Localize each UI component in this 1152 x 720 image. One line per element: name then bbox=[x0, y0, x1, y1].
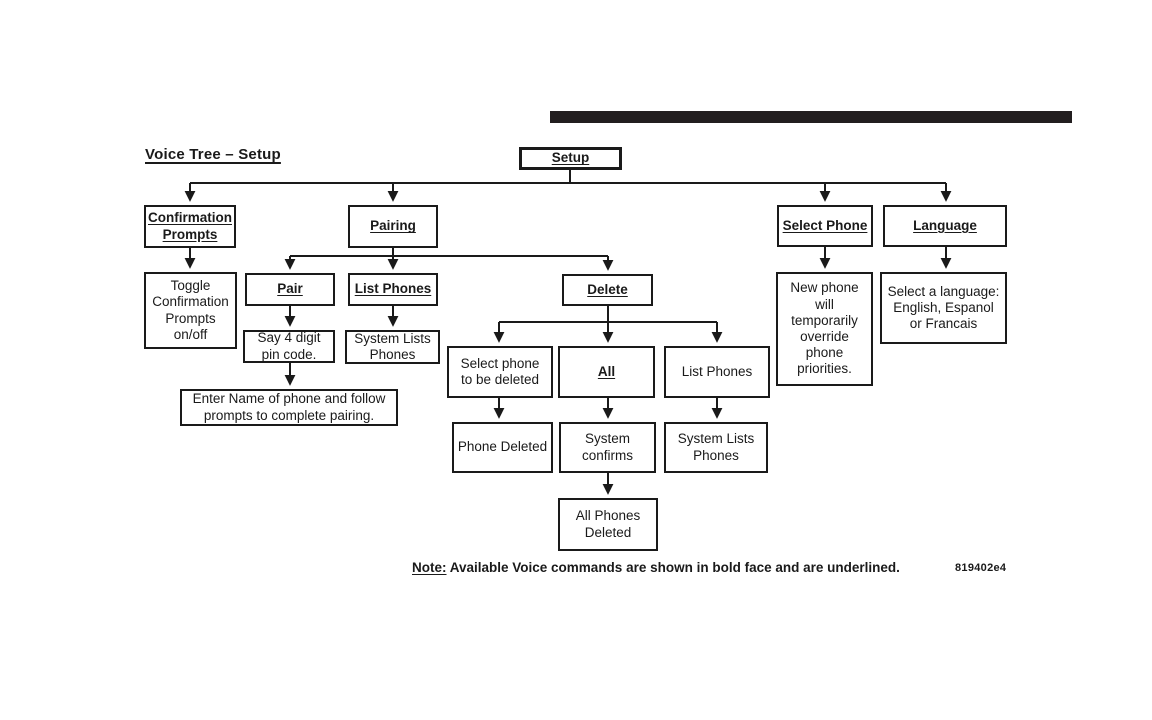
node-enter-name: Enter Name of phone and follow prompts t… bbox=[180, 389, 398, 426]
node-toggle-confirmation-prompts: Toggle Confirmation Prompts on/off bbox=[144, 272, 237, 349]
node-all: All bbox=[558, 346, 655, 398]
node-list-phones-delete: List Phones bbox=[664, 346, 770, 398]
node-setup: Setup bbox=[519, 147, 622, 170]
header-rule-bar bbox=[550, 111, 1072, 123]
node-system-lists-phones-2: System Lists Phones bbox=[664, 422, 768, 473]
node-select-language: Select a language: English, Espanol or F… bbox=[880, 272, 1007, 344]
node-phone-deleted: Phone Deleted bbox=[452, 422, 553, 473]
note-text: Available Voice commands are shown in bo… bbox=[446, 560, 900, 575]
node-language: Language bbox=[883, 205, 1007, 247]
node-delete: Delete bbox=[562, 274, 653, 306]
node-new-phone-override: New phone will temporarily override phon… bbox=[776, 272, 873, 386]
node-system-lists-phones-1: System Lists Phones bbox=[345, 330, 440, 364]
note-label: Note: bbox=[412, 560, 447, 575]
node-list-phones-pairing: List Phones bbox=[348, 273, 438, 306]
node-say-pin-code: Say 4 digit pin code. bbox=[243, 330, 335, 363]
node-all-phones-deleted: All Phones Deleted bbox=[558, 498, 658, 551]
node-pairing: Pairing bbox=[348, 205, 438, 248]
node-pair: Pair bbox=[245, 273, 335, 306]
figure-code: 819402e4 bbox=[955, 562, 1007, 574]
node-select-phone-to-delete: Select phone to be deleted bbox=[447, 346, 553, 398]
node-confirmation-prompts: Confirmation Prompts bbox=[144, 205, 236, 248]
note-line: Note: Available Voice commands are shown… bbox=[412, 560, 900, 575]
node-system-confirms: System confirms bbox=[559, 422, 656, 473]
node-select-phone: Select Phone bbox=[777, 205, 873, 247]
diagram-title: Voice Tree – Setup bbox=[145, 146, 281, 163]
